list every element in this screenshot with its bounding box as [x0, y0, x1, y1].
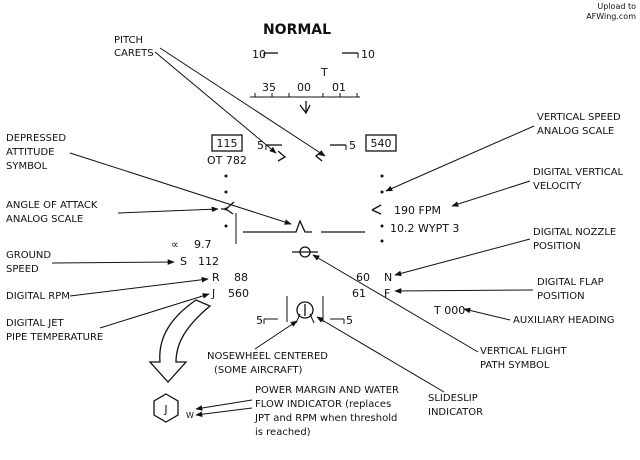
callout-nosewheel-1: NOSEWHEEL CENTERED: [207, 351, 328, 362]
callout-vsi-2: ANALOG SCALE: [537, 126, 614, 137]
callout-slideslip-1: SLIDESLIP: [428, 393, 478, 404]
callout-slideslip-2: INDICATOR: [428, 407, 483, 418]
arrow-digital-flap: [394, 288, 534, 294]
callout-nosewheel-2: (SOME AIRCRAFT): [214, 365, 303, 376]
vsi-marker: [371, 204, 382, 215]
power-margin-hexagon: [153, 393, 179, 423]
hud-symbology: 10 10 T 35 00 01 5 5 115: [171, 48, 465, 327]
slip-right-label: 5: [346, 314, 353, 327]
arrow-slideslip: [316, 316, 445, 393]
arrow-digital-vertical-velocity: [451, 180, 531, 207]
pitch-10-left-label: 10: [252, 48, 266, 61]
arrow-aux-heading: [463, 307, 511, 321]
callout-depressed-3: SYMBOL: [6, 161, 48, 172]
arrow-aoa-scale: [117, 206, 219, 214]
watermark-line-2: AFWing.com: [586, 12, 636, 21]
callout-pitch-carets-2: CARETS: [114, 48, 154, 59]
pitch-5-left-label: 5: [257, 139, 264, 152]
arrow-depressed-attitude: [69, 152, 292, 225]
heading-marker: T: [320, 66, 328, 79]
rpm-value: 88: [234, 271, 248, 284]
diagram-title: NORMAL: [263, 22, 331, 38]
arrow-nosewheel: [254, 320, 298, 350]
callout-aoa-1: ANGLE OF ATTACK: [6, 200, 98, 211]
arrow-pitch-caret-left: [154, 51, 277, 154]
pitch-5-right-label: 5: [349, 139, 356, 152]
airspeed-value: 115: [217, 137, 238, 150]
jpt-letter: J: [211, 287, 215, 300]
heading-ticks: [254, 93, 358, 97]
nozzle-letter: N: [384, 271, 392, 284]
callout-dvv-2: VELOCITY: [533, 181, 582, 192]
watermark-line-1: Upload to: [597, 2, 636, 11]
heading-right: 01: [332, 81, 346, 94]
callout-power-2: FLOW INDICATOR (replaces: [255, 399, 391, 410]
callout-jpt-2: PIPE TEMPERATURE: [6, 332, 103, 343]
pitch-caret-left: [277, 150, 287, 162]
aux-heading-readout: T 000: [433, 304, 465, 317]
hexagon-letter: J: [163, 403, 167, 416]
heading-left: 35: [262, 81, 276, 94]
callout-nozzle-2: POSITION: [533, 241, 581, 252]
alpha-value: 9.7: [194, 238, 212, 251]
altitude-box: [365, 134, 397, 152]
callout-aux-heading: AUXILIARY HEADING: [513, 315, 614, 326]
wypt-readout: 10.2 WYPT 3: [390, 222, 459, 235]
arrow-power-w-2: [195, 407, 253, 417]
callout-flap-2: POSITION: [537, 291, 585, 302]
ot-readout: OT 782: [207, 154, 247, 167]
heading-cursor: [299, 101, 311, 115]
slip-ball: [296, 301, 314, 319]
alpha-symbol: ∝: [171, 238, 179, 251]
airspeed-box: [211, 134, 243, 152]
aoa-scale-dots: [224, 174, 228, 228]
arrow-ground-speed: [51, 259, 175, 265]
callout-jpt-1: DIGITAL JET: [6, 318, 65, 329]
heading-center: 00: [297, 81, 311, 94]
arrow-vertical-flight-path: [312, 254, 479, 353]
speed-value: 112: [198, 255, 219, 268]
slip-left-label: 5: [256, 314, 263, 327]
arrow-power-w-1: [195, 399, 253, 411]
jpt-value: 560: [228, 287, 249, 300]
pitch-10-right-label: 10: [361, 48, 375, 61]
fpm-readout: 190 FPM: [394, 204, 441, 217]
flight-path-circle: [299, 246, 311, 258]
callout-depressed-2: ATTITUDE: [6, 147, 55, 158]
callout-vfp-1: VERTICAL FLIGHT: [480, 346, 568, 357]
callouts: PITCH CARETS DEPRESSED ATTITUDE SYMBOL A…: [6, 35, 624, 438]
callout-rpm: DIGITAL RPM: [6, 291, 70, 302]
callout-power-3: JPT and RPM when threshold: [254, 413, 397, 424]
arrow-digital-nozzle: [394, 238, 531, 277]
arrow-digital-jpt: [99, 293, 210, 329]
callout-pitch-carets-1: PITCH: [114, 35, 143, 46]
callout-ground-speed-1: GROUND: [6, 250, 51, 261]
arrow-digital-rpm: [69, 276, 209, 297]
callout-dvv-1: DIGITAL VERTICAL: [533, 167, 624, 178]
flap-value: 61: [352, 287, 366, 300]
arrow-vertical-speed-scale: [385, 125, 535, 192]
flap-letter: F: [384, 287, 390, 300]
callout-vfp-2: PATH SYMBOL: [480, 360, 550, 371]
altitude-value: 540: [371, 137, 392, 150]
callout-power-1: POWER MARGIN AND WATER: [255, 385, 399, 396]
vsi-scale-dots: [380, 174, 384, 243]
callout-aoa-2: ANALOG SCALE: [6, 214, 83, 225]
replacement-curve-arrow: [148, 299, 212, 383]
callout-flap-1: DIGITAL FLAP: [537, 277, 604, 288]
rpm-letter: R: [212, 271, 220, 284]
callout-power-4: is reached): [255, 427, 311, 438]
hexagon-sub: W: [186, 411, 194, 420]
callout-depressed-1: DEPRESSED: [6, 133, 66, 144]
depressed-attitude-symbol: [288, 219, 312, 233]
callout-vsi-1: VERTICAL SPEED: [537, 112, 621, 123]
leader-arrows: [51, 47, 535, 417]
callout-nozzle-1: DIGITAL NOZZLE: [533, 227, 616, 238]
arrow-pitch-caret-right: [159, 47, 326, 157]
callout-ground-speed-2: SPEED: [6, 264, 39, 275]
speed-letter: S: [180, 255, 187, 268]
nozzle-value: 60: [356, 271, 370, 284]
